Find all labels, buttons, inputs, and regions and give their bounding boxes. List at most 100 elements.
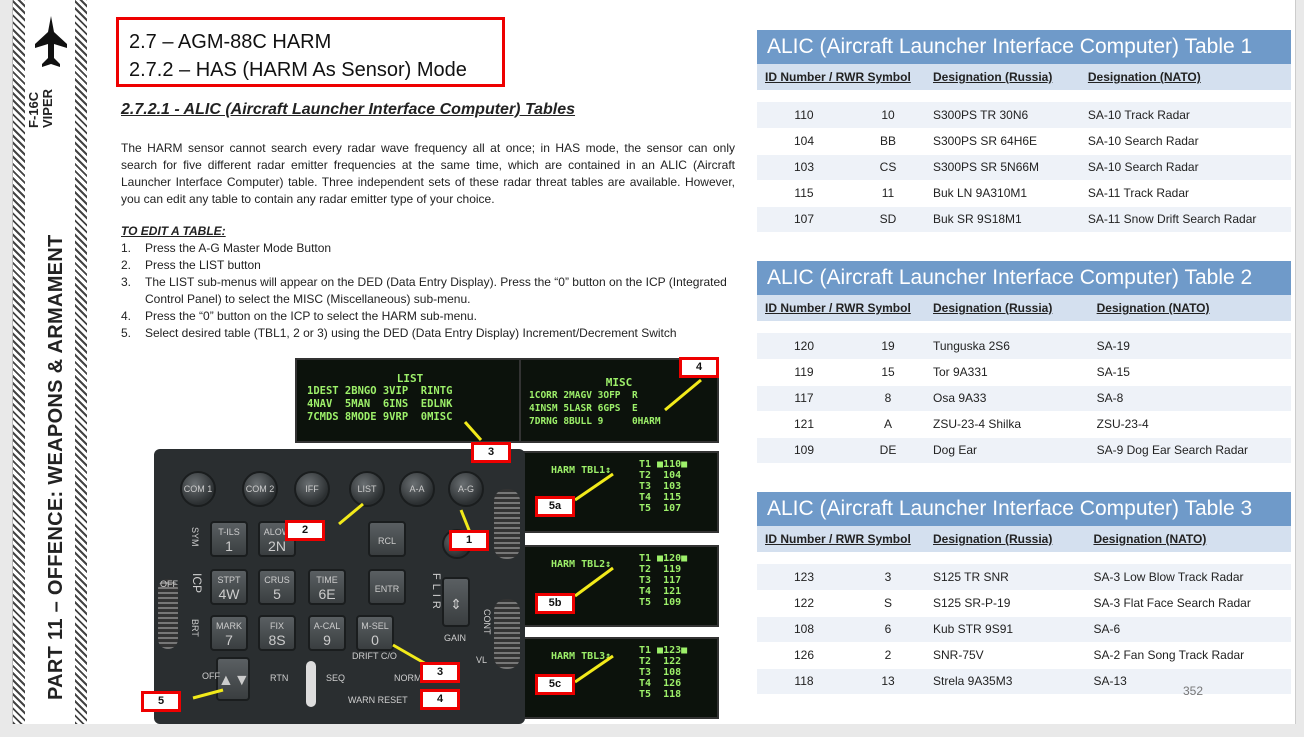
flir-rocker-switch[interactable]: ⇕ xyxy=(442,577,470,627)
ded-row: 1DEST 2BNGO 3VIP RINTG xyxy=(307,385,453,397)
com1-button[interactable]: COM 1 xyxy=(180,471,216,507)
icp-label: ICP xyxy=(190,573,204,594)
ded-harm-tbl1: HARM TBL1↕ T1 ■110■ T2 104 T3 103 T4 115… xyxy=(519,451,719,533)
arrow-4-harm xyxy=(664,378,702,412)
steps-list: 1.Press the A-G Master Mode Button 2.Pre… xyxy=(121,240,735,342)
callout-1: 1 xyxy=(449,530,489,551)
aa-button[interactable]: A-A xyxy=(399,471,435,507)
arrow-3-list xyxy=(463,421,483,441)
norm-label: NORM xyxy=(394,673,422,683)
callout-2: 2 xyxy=(285,520,325,541)
ded-list-screen: LIST 1DEST 2BNGO 3VIP RINTG 4NAV 5MAN 6I… xyxy=(295,358,525,443)
step-item: 3.The LIST sub-menus will appear on the … xyxy=(121,275,727,306)
title-line-2: 2.7.2 – HAS (HARM As Sensor) Mode xyxy=(129,59,467,81)
callout-3-icp: 3 xyxy=(420,662,460,683)
warn-reset-label: WARN RESET xyxy=(348,695,408,705)
callout-3-list: 3 xyxy=(471,442,511,463)
alic-table-2: ALIC (Aircraft Launcher Interface Comput… xyxy=(757,261,1291,464)
com2-button[interactable]: COM 2 xyxy=(242,471,278,507)
flir-label: FLIR xyxy=(430,573,442,613)
part-sidebar: F-16C VIPER PART 11 – OFFENCE: WEAPONS &… xyxy=(13,0,91,724)
ded-row: 4INSM 5LASR 6GPS E xyxy=(529,403,638,414)
table-title: ALIC (Aircraft Launcher Interface Comput… xyxy=(757,30,1291,64)
callout-5c: 5c xyxy=(535,674,575,695)
ded-harm-tbl3: HARM TBL3↕ T1 ■123■ T2 122 T3 108 T4 126… xyxy=(519,637,719,719)
rcl-button[interactable]: RCL xyxy=(368,521,406,557)
ded-row: 1CORR 2MAGV 3OFP R xyxy=(529,390,638,401)
col-header-nato: Designation (NATO) xyxy=(1088,295,1291,321)
ded-misc-title: MISC xyxy=(605,376,633,389)
title-line-1: 2.7 – AGM-88C HARM xyxy=(129,31,332,53)
col-header-russia: Designation (Russia) xyxy=(925,64,1080,90)
hatch-border-left xyxy=(13,0,25,724)
off-label: OFF xyxy=(160,579,178,589)
arrow-2-list xyxy=(338,502,364,526)
ded-tbl-header: HARM TBL1↕ xyxy=(551,465,612,476)
arrow-5a xyxy=(574,472,614,502)
arrow-5c xyxy=(574,654,614,684)
cont-label: CONT xyxy=(482,609,492,635)
col-header-russia: Designation (Russia) xyxy=(925,526,1086,552)
dobber-switch-icon[interactable] xyxy=(296,659,326,709)
arrow-5-switch xyxy=(192,688,224,700)
alic-table-3: ALIC (Aircraft Launcher Interface Comput… xyxy=(757,492,1291,695)
intro-paragraph: The HARM sensor cannot search every rada… xyxy=(121,141,735,206)
iff-button[interactable]: IFF xyxy=(294,471,330,507)
off-label-lower: OFF xyxy=(202,671,220,681)
ded-tbl-header: HARM TBL3↕ xyxy=(551,651,612,662)
manual-page: F-16C VIPER PART 11 – OFFENCE: WEAPONS &… xyxy=(12,0,1296,724)
ded-tbl-header: HARM TBL2↕ xyxy=(551,559,612,570)
list-button[interactable]: LIST xyxy=(349,471,385,507)
callout-5a: 5a xyxy=(535,496,575,517)
ded-tbl-values: T1 ■110■ T2 104 T3 103 T4 115 T5 107 xyxy=(639,459,688,514)
seq-label: SEQ xyxy=(326,673,346,683)
edit-heading: TO EDIT A TABLE: xyxy=(121,224,226,238)
step-item: 5.Select desired table (TBL1, 2 or 3) us… xyxy=(121,326,677,340)
callout-5b: 5b xyxy=(535,593,575,614)
ded-list-title: LIST xyxy=(396,372,424,385)
right-knob[interactable] xyxy=(494,489,520,559)
rtn-label: RTN xyxy=(270,673,289,683)
hatch-border-right xyxy=(75,0,87,724)
ded-row: 7CMDS 8MODE 9VRP 0MISC xyxy=(307,411,453,423)
alic-table-1: ALIC (Aircraft Launcher Interface Comput… xyxy=(757,30,1291,233)
drift-label: DRIFT C/O xyxy=(352,651,397,661)
left-knob[interactable] xyxy=(158,579,178,649)
col-header-id: ID Number / RWR Symbol xyxy=(757,64,925,90)
arrow-5b xyxy=(574,566,614,598)
col-header-id: ID Number / RWR Symbol xyxy=(757,295,925,321)
ded-increment-decrement-switch[interactable]: ▲▼ xyxy=(216,657,250,701)
ded-row: 7DRNG 8BULL 9 0HARM xyxy=(529,416,661,427)
entr-button[interactable]: ENTR xyxy=(368,569,406,605)
callout-4-icp: 4 xyxy=(420,689,460,710)
jet-icon xyxy=(35,16,67,67)
right-knob-lower[interactable] xyxy=(494,599,520,669)
table-title: ALIC (Aircraft Launcher Interface Comput… xyxy=(757,261,1291,295)
step-item: 1.Press the A-G Master Mode Button xyxy=(121,241,332,255)
title-box: 2.7 – AGM-88C HARM 2.7.2 – HAS (HARM As … xyxy=(116,17,505,87)
ag-button[interactable]: A-G xyxy=(448,471,484,507)
ded-row: 4NAV 5MAN 6INS EDLNK xyxy=(307,398,453,410)
